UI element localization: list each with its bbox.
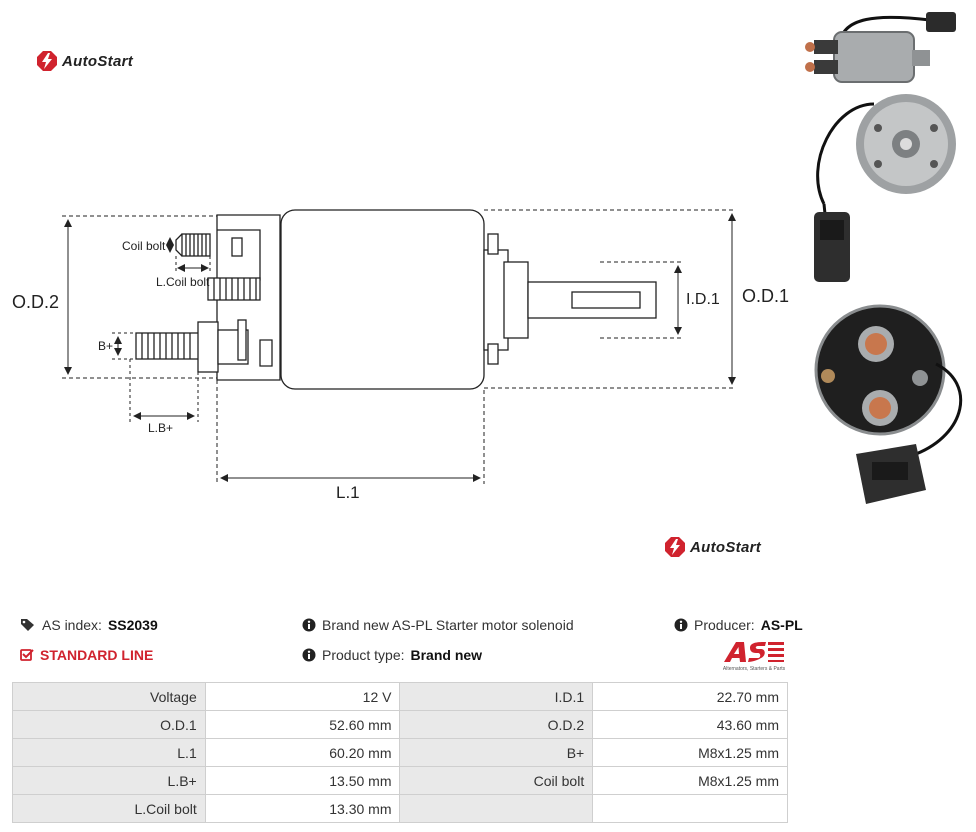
spec-value: M8x1.25 mm (592, 766, 788, 795)
label-coil-bolt: Coil bolt (122, 239, 166, 253)
spec-label: O.D.2 (399, 710, 594, 739)
product-type: Product type: Brand new (302, 647, 482, 663)
spec-label (399, 794, 594, 823)
label-l1: L.1 (336, 483, 360, 500)
spec-value: 22.70 mm (592, 682, 788, 711)
spec-label: B+ (399, 738, 594, 767)
autostart-logo-icon (37, 51, 57, 71)
logo-wordmark: AutoStart (690, 538, 762, 556)
table-row: L.Coil bolt 13.30 mm (12, 794, 788, 823)
tags-icon (21, 619, 34, 631)
product-type-label: Product type: (322, 647, 405, 663)
spec-label: L.1 (12, 738, 206, 767)
spec-value: 12 V (204, 682, 401, 711)
label-od2: O.D.2 (12, 292, 59, 312)
spec-value: 52.60 mm (204, 710, 401, 739)
producer: Producer: AS-PL (674, 617, 803, 633)
product-line: STANDARD LINE (20, 647, 153, 663)
spec-label: Voltage (12, 682, 206, 711)
info-icon (674, 618, 688, 632)
table-row: L.B+ 13.50 mm Coil bolt M8x1.25 mm (12, 766, 788, 795)
table-row: Voltage 12 V I.D.1 22.70 mm (12, 682, 788, 711)
spec-label: I.D.1 (399, 682, 594, 711)
autostart-logo: AutoStart (36, 50, 133, 72)
as-pl-tagline: Alternators, Starters & Parts (723, 666, 786, 672)
label-l-b-plus: L.B+ (148, 421, 173, 435)
spec-label: L.B+ (12, 766, 206, 795)
description-text: Brand new AS-PL Starter motor solenoid (322, 617, 574, 633)
solenoid-dimension-drawing: O.D.2 O.D.1 I.D.1 Coil bolt L.Coil bolt … (12, 209, 789, 500)
b-plus-terminal (135, 319, 273, 373)
autostart-logo-icon (665, 537, 685, 557)
solenoid-body (280, 209, 485, 390)
solenoid-photo-side (805, 12, 956, 83)
as-pl-logo: Alternators, Starters & Parts (723, 642, 786, 672)
standard-line-label: STANDARD LINE (40, 647, 154, 663)
info-icon (302, 648, 316, 662)
spec-label: Coil bolt (399, 766, 594, 795)
spec-label: O.D.1 (12, 710, 206, 739)
product-description: Brand new AS-PL Starter motor solenoid (302, 617, 574, 633)
solenoid-photo-rear (814, 304, 963, 504)
spec-value (592, 794, 788, 823)
spec-value: 43.60 mm (592, 710, 788, 739)
producer-label: Producer: (694, 617, 755, 633)
as-index: AS index: SS2039 (20, 617, 158, 633)
label-b-plus: B+ (98, 339, 113, 353)
coil-bolt (175, 233, 211, 257)
spec-value: 60.20 mm (204, 738, 401, 767)
label-id1: I.D.1 (686, 291, 720, 308)
autostart-logo-secondary: AutoStart (664, 536, 761, 558)
label-od1: O.D.1 (742, 286, 789, 306)
table-row: O.D.1 52.60 mm O.D.2 43.60 mm (12, 710, 788, 739)
info-icon (302, 618, 316, 632)
solenoid-photo-front (814, 94, 956, 282)
as-index-label: AS index: (42, 617, 102, 633)
spec-label: L.Coil bolt (12, 794, 206, 823)
checkbox-icon (20, 649, 34, 661)
as-index-value: SS2039 (107, 617, 158, 633)
table-row: L.1 60.20 mm B+ M8x1.25 mm (12, 738, 788, 767)
logo-wordmark: AutoStart (62, 52, 134, 70)
label-l-coil-bolt: L.Coil bolt (156, 275, 210, 289)
product-type-value: Brand new (410, 647, 483, 663)
specs-table: Voltage 12 V I.D.1 22.70 mm O.D.1 52.60 … (12, 682, 788, 823)
spec-value: M8x1.25 mm (592, 738, 788, 767)
spec-value: 13.30 mm (204, 794, 401, 823)
spec-value: 13.50 mm (204, 766, 401, 795)
producer-value: AS-PL (760, 617, 803, 633)
